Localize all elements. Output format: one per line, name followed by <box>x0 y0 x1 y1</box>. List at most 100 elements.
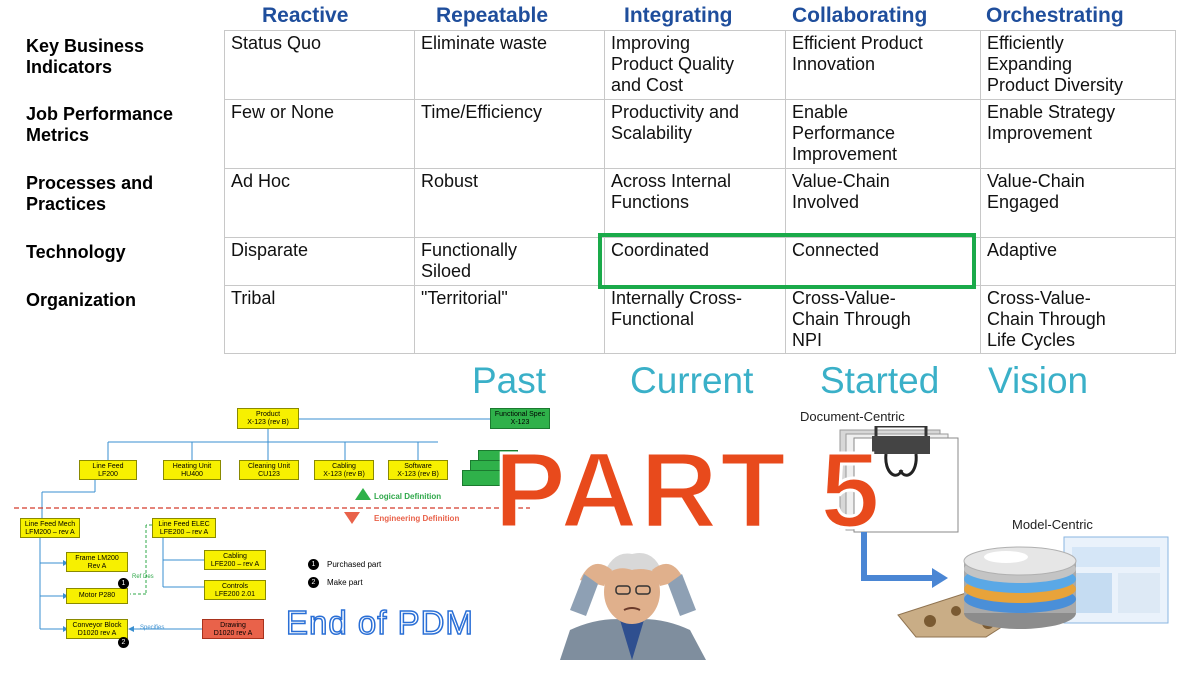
table-cell-line: Chain Through <box>792 309 911 329</box>
node-frame-name: Frame LM200 <box>75 555 119 562</box>
node-heating-unit-rev: HU400 <box>181 471 203 478</box>
node-controls: Controls LFE200 2.01 <box>204 580 266 600</box>
node-cabling-top-rev: X-123 (rev B) <box>323 471 365 478</box>
node-cabling-elec-name: Cabling <box>223 553 247 560</box>
table-cell-line: Cross-Value- <box>987 288 1091 308</box>
table-cell-line: Robust <box>421 171 479 191</box>
table-cell-line: Life Cycles <box>987 330 1076 350</box>
table-cell-line: Improving <box>611 33 691 53</box>
node-line-feed-mech: Line Feed Mech LFM200 – rev A <box>20 518 80 538</box>
column-header-reactive: Reactive <box>262 4 349 27</box>
table-cell-line: Scalability <box>611 123 693 143</box>
node-cleaning-unit-name: Cleaning Unit <box>247 463 291 470</box>
ref-des-label: Ref Des <box>132 574 154 580</box>
column-header-orchestrating: Orchestrating <box>986 4 1124 27</box>
table-cell-line: Siloed <box>421 261 472 281</box>
document-centric-label: Document-Centric <box>800 409 905 424</box>
table-cell-line: Across Internal <box>611 171 732 191</box>
grid-vertical-line <box>414 30 415 354</box>
table-cell-line: Enable <box>792 102 849 122</box>
table-cell-line: Expanding <box>987 54 1073 74</box>
timeline-started: Started <box>820 360 940 401</box>
row-label-line: Key Business <box>26 36 145 56</box>
node-heating-unit-name: Heating Unit <box>172 463 212 470</box>
node-cleaning-unit: Cleaning Unit CU123 <box>239 460 299 480</box>
table-cell-line: Cross-Value- <box>792 288 896 308</box>
table-cell-line: Productivity and <box>611 102 740 122</box>
table-cell-line: Performance <box>792 123 896 143</box>
table-cell-r4-c4: Connected <box>792 240 879 261</box>
table-cell-r2-c2: Time/Efficiency <box>421 102 542 123</box>
grid-vertical-line <box>980 30 981 354</box>
table-cell-line: Efficiently <box>987 33 1064 53</box>
node-line-feed: Line Feed LF200 <box>79 460 137 480</box>
table-cell-r1-c2: Eliminate waste <box>421 33 547 54</box>
node-line-feed-elec-name: Line Feed ELEC <box>158 521 210 528</box>
table-cell-r5-c3: Internally Cross-Functional <box>611 288 742 330</box>
table-cell-line: Product Quality <box>611 54 735 74</box>
timeline-current: Current <box>630 360 754 401</box>
node-cleaning-unit-rev: CU123 <box>258 471 280 478</box>
grid-vertical-line <box>785 30 786 354</box>
row-label-line: Practices <box>26 194 107 214</box>
node-motor: Motor P280 <box>66 588 128 604</box>
table-cell-r4-c5: Adaptive <box>987 240 1057 261</box>
node-functional-spec-name: Functional Spec <box>494 411 546 418</box>
model-database-icon <box>897 536 1169 638</box>
grid-horizontal-line <box>224 99 1176 100</box>
table-cell-line: Chain Through <box>987 309 1106 329</box>
node-frame: Frame LM200 Rev A <box>66 552 128 572</box>
table-cell-line: Functions <box>611 192 690 212</box>
table-cell-line: Internally Cross- <box>611 288 743 308</box>
table-cell-line: Innovation <box>792 54 876 74</box>
end-of-pdm-title: End of PDM <box>285 604 474 641</box>
table-cell-line: NPI <box>792 330 823 350</box>
node-conveyor-rev: D1020 rev A <box>77 630 117 637</box>
grid-horizontal-line <box>224 353 1176 354</box>
row-label-line: Processes and <box>26 173 154 193</box>
table-cell-line: Coordinated <box>611 240 710 260</box>
table-cell-line: Value-Chain <box>987 171 1085 191</box>
node-line-feed-elec-rev: LFE200 – rev A <box>159 529 209 536</box>
legend-logical-definition: Logical Definition <box>374 492 442 501</box>
pdm-structure-diagram: Product X-123 (rev B) Functional Spec X-… <box>0 400 560 660</box>
table-cell-line: Involved <box>792 192 860 212</box>
node-heating-unit: Heating Unit HU400 <box>163 460 221 480</box>
specifies-label: Specifies <box>140 625 165 631</box>
grid-vertical-line <box>224 30 225 354</box>
table-cell-line: Status Quo <box>231 33 322 53</box>
node-line-feed-mech-rev: LFM200 – rev A <box>25 529 75 536</box>
table-cell-line: Improvement <box>792 144 898 164</box>
row-label-line: Metrics <box>26 125 90 145</box>
table-cell-line: Adaptive <box>987 240 1058 260</box>
table-cell-line: Time/Efficiency <box>421 102 543 122</box>
node-functional-spec: Functional Spec X-123 <box>490 408 550 429</box>
node-cabling-top: Cabling X-123 (rev B) <box>314 460 374 480</box>
transition-arrow-icon <box>861 532 948 588</box>
row-label-line: Indicators <box>26 57 113 77</box>
node-cabling-elec: Cabling LFE200 – rev A <box>204 550 266 570</box>
row-label-line: Organization <box>26 290 137 310</box>
node-software-rev: X-123 (rev B) <box>397 471 439 478</box>
node-drawing-rev: D1020 rev A <box>213 630 253 637</box>
node-cabling-elec-rev: LFE200 – rev A <box>210 561 260 568</box>
table-cell-r4-c1: Disparate <box>231 240 308 261</box>
row-label-4: Technology <box>26 242 126 263</box>
legend-engineering-definition: Engineering Definition <box>374 514 460 523</box>
binder-clip-document-icon <box>839 426 959 533</box>
grid-horizontal-line <box>224 168 1176 169</box>
node-controls-name: Controls <box>221 583 249 590</box>
node-software: Software X-123 (rev B) <box>388 460 448 480</box>
node-drawing: Drawing D1020 rev A <box>202 619 264 639</box>
